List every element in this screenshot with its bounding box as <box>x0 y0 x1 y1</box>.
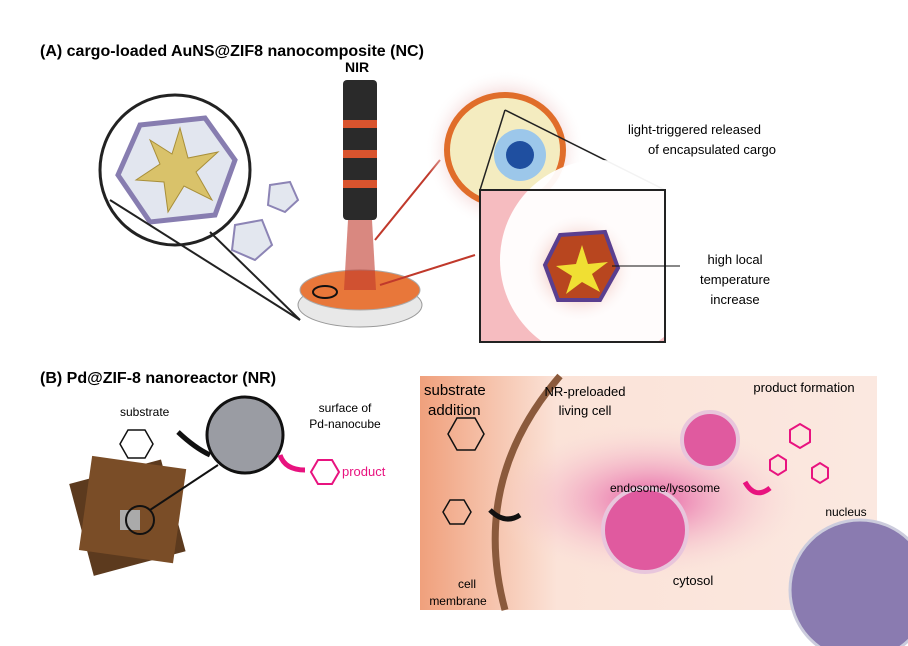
gold-nanostar-icon <box>556 245 608 294</box>
zoom-circle-nanocomposite <box>98 93 301 321</box>
temp-label-2: temperature <box>700 272 770 287</box>
surface-label-2: Pd-nanocube <box>309 417 381 431</box>
product-molecules <box>769 422 829 485</box>
zoom-box-hot-particle <box>479 109 700 360</box>
release-label-1: light-triggered released <box>628 122 761 137</box>
substrate-label: substrate <box>120 405 170 419</box>
membrane-label-2: membrane <box>429 594 487 608</box>
nanocube-stack <box>69 455 219 576</box>
cytosol-label: cytosol <box>673 573 714 588</box>
surface-label-1: surface of <box>319 401 372 415</box>
product-formation-label: product formation <box>753 380 854 395</box>
endosome <box>601 486 689 574</box>
nucleus <box>788 518 908 646</box>
release-label-2: of encapsulated cargo <box>648 142 776 157</box>
nir-label: NIR <box>345 59 369 75</box>
cell-membrane <box>491 373 563 611</box>
arrow-icon <box>742 480 772 496</box>
arrow-icon <box>176 430 212 458</box>
substrate-addition-2: addition <box>428 402 481 419</box>
panel-a-title: (A) cargo-loaded AuNS@ZIF8 nanocomposite… <box>40 43 424 60</box>
cell-label-1: NR-preloaded <box>545 384 626 399</box>
cell-label-2: living cell <box>559 403 612 418</box>
cell-scene <box>420 373 908 646</box>
product-label: product <box>342 464 386 479</box>
membrane-label-1: cell <box>458 577 476 591</box>
product-arrow-icon <box>277 454 306 473</box>
endosome-label: endosome/lysosome <box>610 481 720 495</box>
product-molecule-icon <box>309 459 341 485</box>
temp-label-1: high local <box>708 252 763 267</box>
arrow-icon <box>488 508 522 522</box>
panel-b-title: (B) Pd@ZIF-8 nanoreactor (NR) <box>40 370 276 387</box>
gold-nanostar-icon <box>134 126 220 214</box>
nir-laser: NIR <box>343 59 476 290</box>
zoom-circle-pd-surface <box>205 395 285 475</box>
substrate-molecule-icon <box>119 429 154 459</box>
substrate-addition-1: substrate <box>424 382 486 399</box>
nucleus-label: nucleus <box>825 505 866 519</box>
temp-label-3: increase <box>710 292 759 307</box>
endosome <box>680 410 740 470</box>
